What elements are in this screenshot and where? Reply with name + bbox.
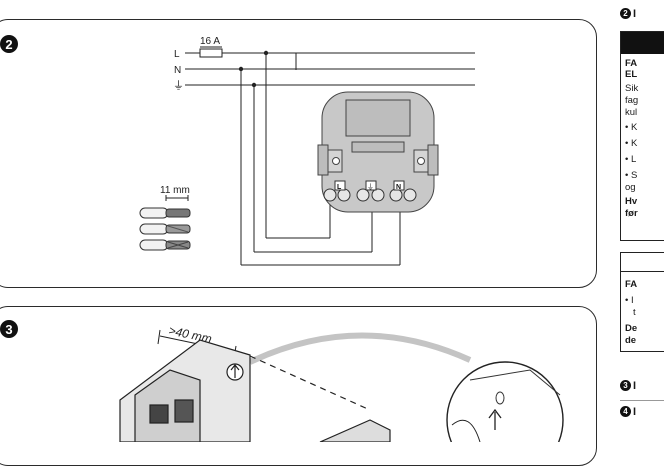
stripped-wires-illustration xyxy=(139,207,191,251)
terminal-ground-label: ⏚ xyxy=(367,183,374,191)
caution-box: FA • I t De de xyxy=(620,252,664,352)
terminal-n-label: N xyxy=(396,184,401,191)
wall-box-illustration xyxy=(119,339,391,442)
wiring-diagram: 16 A L N ⏚ L ⏚ N 11 mm xyxy=(139,36,475,266)
ground-label: ⏚ xyxy=(173,79,184,92)
line-n-label: N xyxy=(174,65,181,76)
thermostat-base xyxy=(317,91,439,213)
step-2-badge: 2 xyxy=(0,35,18,53)
line-l-label: L xyxy=(174,49,180,60)
fuse-label: 16 A xyxy=(200,36,220,47)
wiring-diagram-panel xyxy=(0,19,597,288)
fuse-symbol xyxy=(199,48,223,58)
warning-box: FA EL Sik fag kul • K • K • L • S og Hv … xyxy=(620,31,664,241)
strip-length-label: 11 mm xyxy=(160,185,190,196)
terminal-block xyxy=(323,180,417,202)
detail-magnifier xyxy=(446,361,564,442)
mounting-illustration: >40 mm xyxy=(119,323,564,442)
terminal-l-label: L xyxy=(337,184,342,191)
step-3-badge: 3 xyxy=(0,320,18,338)
warning-box-header xyxy=(621,32,664,54)
